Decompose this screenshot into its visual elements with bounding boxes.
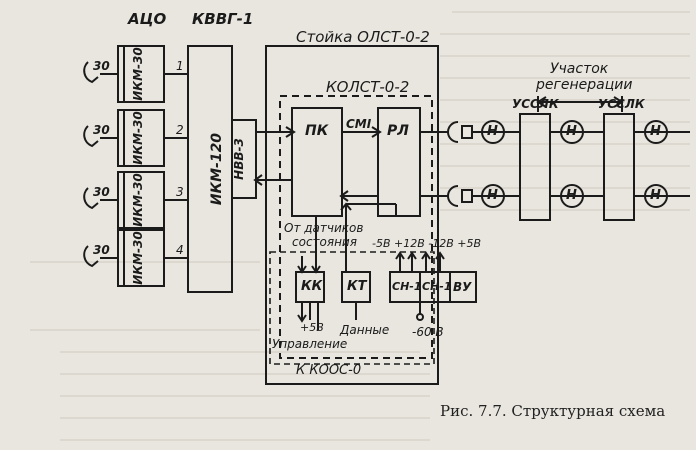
line-num-3: 3 [176, 185, 184, 199]
hvv3-block [231, 119, 257, 199]
regen-h-6: Н [650, 188, 661, 203]
ot-datchikov-line1: От датчиков [284, 221, 364, 235]
vu-label: ВУ [453, 280, 472, 294]
kolst-label: КОЛСТ-0-2 [326, 78, 410, 96]
line-num-4: 4 [176, 243, 184, 257]
minus60-label: -60 В [412, 325, 444, 339]
uchastok-line2: регенерации [536, 77, 633, 93]
control-section [295, 202, 477, 330]
ikm30-label-2: ИКМ-30 [131, 111, 145, 165]
regen-h-2: Н [487, 188, 498, 203]
uchastok-line1: Участок [550, 61, 609, 77]
stoyka-frame [265, 45, 439, 385]
ot-datchikov-line2: состояния [292, 235, 357, 249]
ikm30-label-3: ИКМ-30 [131, 173, 145, 227]
kt-label: КТ [347, 279, 367, 294]
kvvg-label: КВВГ-1 [192, 10, 254, 28]
line-num-2: 2 [176, 123, 184, 137]
hvv3-label: НВВ-3 [232, 138, 246, 180]
ch30-label-2: 30 [93, 123, 110, 137]
ch30-label-4: 30 [93, 243, 110, 257]
arrow-from-pk [253, 174, 263, 186]
ikm30-links [164, 73, 188, 259]
ikm30-label-1: ИКМ-30 [131, 47, 145, 101]
stoyka-label: Стойка ОЛСТ-0-2 [296, 28, 430, 46]
regen-h-3: Н [566, 124, 577, 139]
rl-block [377, 107, 421, 217]
ussplk-right-label: УССЛК [598, 97, 645, 111]
ussplk-left-label: УССЛК [512, 97, 559, 111]
regen-h-1: Н [487, 124, 498, 139]
voltages-label: -5В +12В -12В +5В [372, 237, 482, 250]
arrow-to-pk [285, 126, 296, 138]
ussplk-right-block [603, 113, 635, 221]
kolst-frame [279, 95, 433, 359]
dannye-label: Данные [340, 323, 390, 337]
ikm120-label: ИКМ-120 [209, 132, 225, 206]
upravlenie-label: Управление [272, 337, 348, 351]
ikm30-label-4: ИКМ-30 [131, 231, 145, 285]
ch30-label-1: 30 [93, 59, 110, 73]
sn1a-label: СН-1 [392, 280, 422, 293]
kk-label: КК [301, 279, 323, 294]
regen-h-4: Н [566, 188, 577, 203]
background-texture [30, 11, 690, 441]
line-terminals [447, 121, 520, 207]
regen-h-5: Н [650, 124, 661, 139]
ch30-label-3: 30 [93, 185, 110, 199]
line-num-1: 1 [176, 59, 184, 73]
plus5-label: +5В [300, 321, 324, 334]
aco-label: АЦО [128, 10, 167, 28]
cmi-label: CMI [346, 117, 372, 131]
sn1b-label: СН-1 [422, 280, 452, 293]
kooc-frame [269, 251, 435, 365]
pk-label: ПК [305, 123, 329, 139]
rl-label: РЛ [387, 123, 409, 139]
ussplk-left-block [519, 113, 551, 221]
figure-caption: Рис. 7.7. Структурная схема [440, 402, 666, 420]
kooc-label: К КООС-0 [296, 363, 362, 378]
phone-icons [83, 61, 118, 268]
